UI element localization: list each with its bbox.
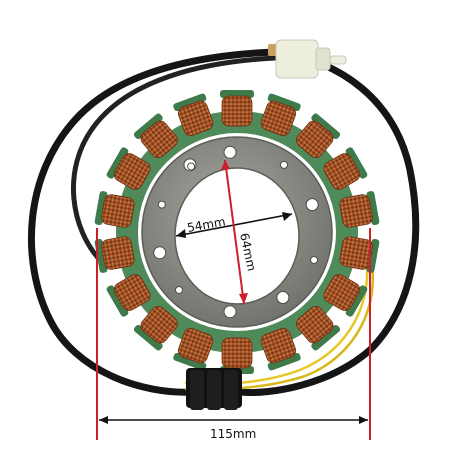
mounting-hole: [310, 256, 319, 265]
mounting-hole: [305, 198, 319, 212]
copper-coil: [296, 306, 341, 351]
copper-coil: [296, 113, 341, 158]
mounting-hole: [175, 285, 184, 294]
arrowhead: [282, 212, 292, 221]
copper-coil: [260, 93, 301, 136]
copper-coil: [173, 328, 214, 371]
black-cable-inner: [71, 55, 278, 263]
center-hole: [174, 167, 300, 305]
mounting-hole: [157, 200, 166, 209]
mounting-hole: [187, 162, 196, 171]
arrowhead: [221, 160, 230, 170]
copper-coil: [106, 274, 151, 317]
copper-coil: [339, 191, 380, 228]
arrowhead: [176, 229, 186, 238]
copper-coil: [260, 328, 301, 371]
black-cable-loop: [28, 48, 420, 396]
arrowhead: [99, 416, 108, 424]
mounting-hole: [223, 145, 237, 159]
inner-width-label: 54mm: [186, 214, 227, 234]
copper-coil: [133, 306, 178, 351]
copper-coil: [323, 147, 368, 190]
mounting-holes: [153, 145, 319, 319]
mounting-hole: [280, 160, 289, 169]
copper-coil: [133, 113, 178, 158]
stator-coils: [94, 90, 380, 374]
wire-grommet: [186, 368, 242, 410]
outer-width-label: 115mm: [210, 427, 256, 441]
inner-height-arrow: [224, 159, 245, 305]
copper-coil: [94, 191, 135, 228]
copper-coil: [323, 274, 368, 317]
arrowhead: [359, 416, 368, 424]
mounting-hole: [223, 305, 237, 319]
copper-coil: [173, 93, 214, 136]
copper-coil: [106, 147, 151, 190]
connector-plug: [268, 39, 347, 79]
copper-coil: [220, 90, 254, 127]
mounting-hole: [153, 246, 167, 260]
mounting-hole: [276, 291, 290, 305]
arrowhead: [239, 293, 248, 304]
